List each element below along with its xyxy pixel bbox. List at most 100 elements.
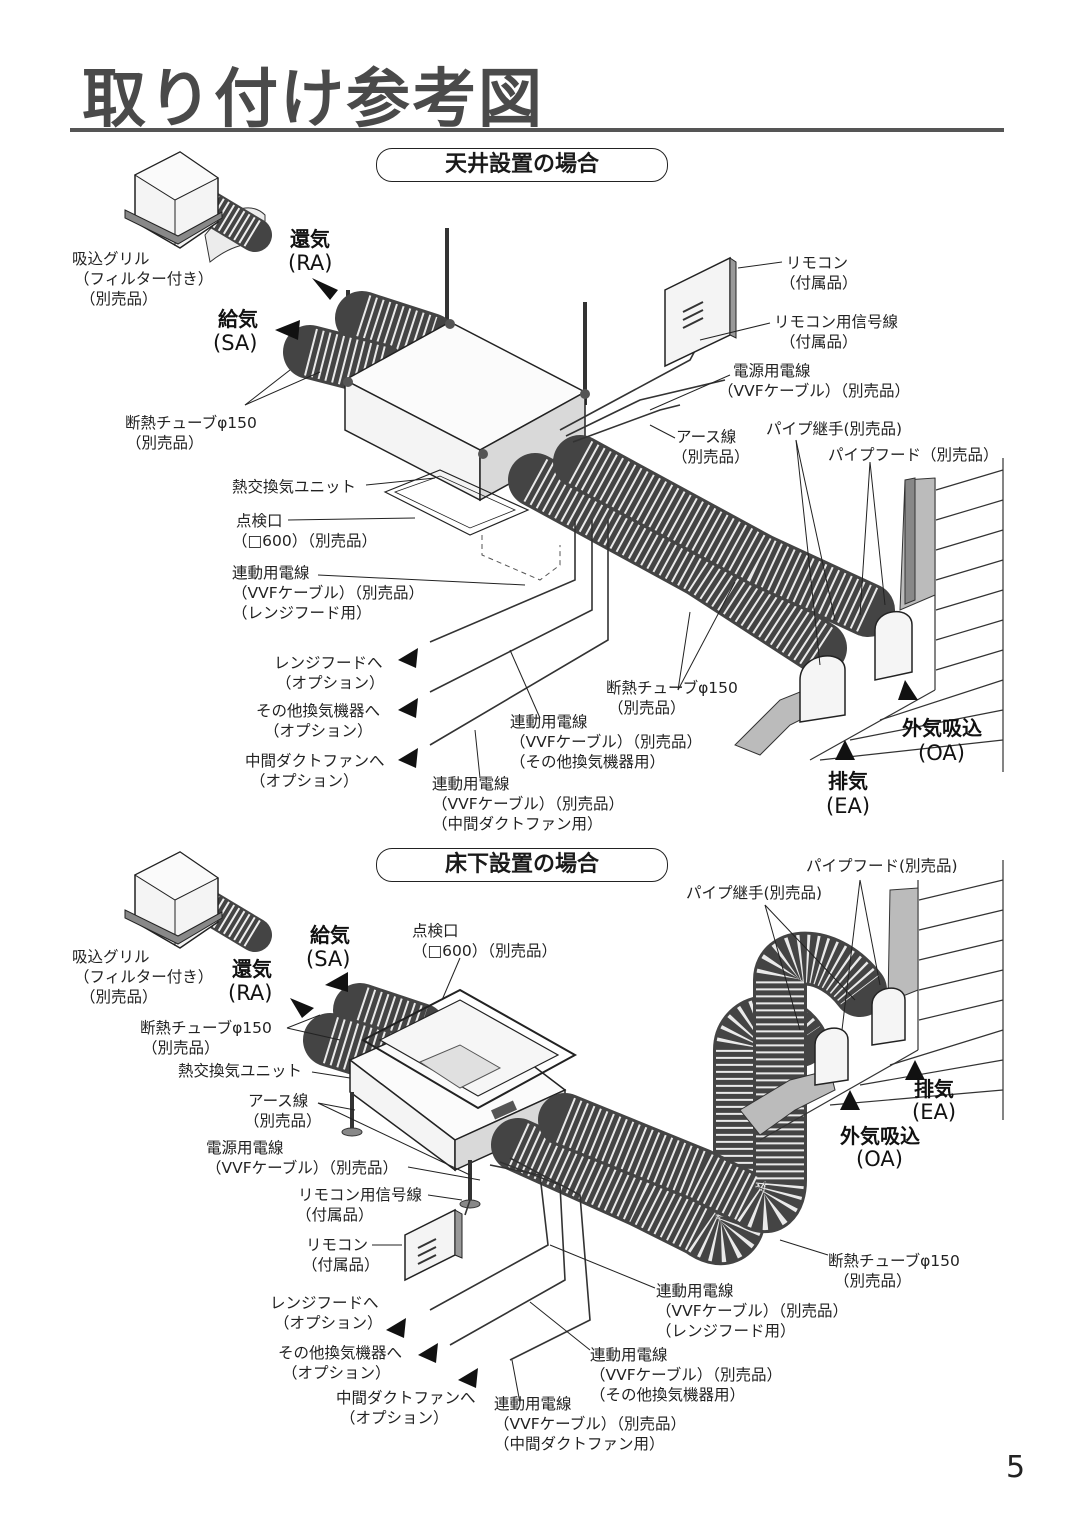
ceiling-oa-label-1: 外気吸込: [902, 716, 982, 740]
ceiling-labels: 吸込グリル （フィルター付き） （別売品） 還気 (RA) 給気 (SA) 断熱…: [72, 227, 999, 833]
ceiling-power-label-1: 電源用電線: [733, 362, 811, 380]
floor-sa-label-1: 給気: [310, 923, 350, 947]
ceiling-to-other-label-2: （オプション）: [264, 722, 373, 740]
ceiling-sa-label-2: (SA): [213, 331, 257, 355]
ceiling-remote-label-2: （付属品）: [780, 274, 858, 292]
ceiling-inspection-label-2: （□600）（別売品）: [232, 532, 377, 550]
page-title: 取り付け参考図: [82, 63, 544, 137]
floor-remote-label-2: （付属品）: [302, 1256, 380, 1274]
ceiling-unit: [343, 319, 590, 502]
floor-inspection-label-2: （□600）（別売品）: [412, 942, 557, 960]
floor-wire-range-label-1: 連動用電線: [656, 1282, 734, 1300]
ceiling-pipe-hood-1: [874, 610, 913, 681]
floor-to-other-label-2: （オプション）: [282, 1364, 391, 1382]
ceiling-oa-label-2: (OA): [918, 741, 965, 765]
ceiling-sa-label-1: 給気: [218, 307, 258, 331]
ceiling-grille-label-2: （フィルター付き）: [74, 270, 213, 288]
floor-pipe-hood-1: [871, 987, 906, 1046]
floor-unit-label: 熱交換気ユニット: [178, 1062, 302, 1080]
floor-diagram: [124, 851, 1004, 1404]
ceiling-to-range-label-1: レンジフードへ: [274, 654, 383, 672]
floor-to-duct-label-2: （オプション）: [340, 1409, 449, 1427]
floor-pipe-joint-label: パイプ継手(別売品): [686, 884, 822, 902]
ceiling-earth-label-2: （別売品）: [672, 448, 750, 466]
floor-to-other-label-1: その他換気機器へ: [278, 1344, 402, 1362]
floor-wire-other-label-1: 連動用電線: [590, 1346, 668, 1364]
floor-tube-right-label-1: 断熱チューブφ150: [828, 1251, 960, 1270]
ceiling-diagram: [124, 151, 1004, 779]
floor-ra-label-2: (RA): [228, 981, 273, 1005]
ceiling-wire-other-label-3: （その他換気機器用）: [510, 753, 665, 771]
floor-inspection-frame: [360, 988, 578, 1110]
floor-wire-other-label-3: （その他換気機器用）: [590, 1386, 745, 1404]
ceiling-wire-duct-label-3: （中間ダクトファン用）: [432, 815, 603, 833]
floor-ea-label-2: (EA): [912, 1100, 956, 1124]
ceiling-pipe-joint-label: パイプ継手(別売品): [766, 420, 902, 438]
floor-earth-label-1: アース線: [248, 1092, 308, 1110]
floor-section-heading: 床下設置の場合: [376, 848, 668, 882]
ceiling-remote-wire-label-1: リモコン用信号線: [774, 313, 898, 331]
floor-oa-label-1: 外気吸込: [840, 1124, 920, 1148]
ceiling-ea-label-1: 排気: [828, 769, 868, 793]
page-number: 5: [1006, 1450, 1026, 1485]
ceiling-inspection-label-1: 点検口: [236, 512, 283, 530]
floor-to-range-label-1: レンジフードへ: [270, 1294, 379, 1312]
floor-wire-range-label-3: （レンジフード用）: [656, 1322, 796, 1340]
floor-grille-label-1: 吸込グリル: [72, 948, 150, 966]
floor-wire-duct-label-2: （VVFケーブル）（別売品）: [494, 1414, 686, 1433]
floor-remote-controller: [404, 1208, 463, 1282]
ceiling-earth-label-1: アース線: [676, 428, 736, 446]
floor-power-label-2: （VVFケーブル）（別売品）: [206, 1158, 398, 1177]
ceiling-wire-other-label-2: （VVFケーブル）（別売品）: [510, 732, 702, 751]
ceiling-wire-range-label-1: 連動用電線: [232, 564, 310, 582]
floor-intake-grille: [124, 851, 272, 952]
floor-earth-label-2: （別売品）: [244, 1112, 322, 1130]
ceiling-to-other-label-1: その他換気機器へ: [256, 702, 380, 720]
floor-inspection-label-1: 点検口: [412, 922, 459, 940]
ceiling-pipe-hood-label: パイプフード（別売品）: [828, 446, 999, 464]
floor-to-duct-label-1: 中間ダクトファンへ: [336, 1389, 476, 1407]
ceiling-to-duct-label-2: （オプション）: [250, 772, 359, 790]
ceiling-ra-label-2: (RA): [288, 251, 333, 275]
ceiling-tube-right-label-2: （別売品）: [608, 699, 686, 717]
floor-labels: 吸込グリル （フィルター付き） （別売品） 給気 (SA) 還気 (RA) 点検…: [72, 857, 960, 1453]
ceiling-remote-controller: [664, 256, 737, 368]
ceiling-remote-wire-label-2: （付属品）: [780, 333, 858, 351]
ceiling-grille-label-1: 吸込グリル: [72, 250, 150, 268]
floor-grille-label-2: （フィルター付き）: [74, 968, 213, 986]
ceiling-remote-label-1: リモコン: [786, 254, 848, 272]
ceiling-unit-label: 熱交換気ユニット: [232, 478, 356, 496]
ceiling-tube-right-label-1: 断熱チューブφ150: [606, 678, 738, 697]
ceiling-section-heading: 天井設置の場合: [376, 148, 668, 182]
floor-pipe-hood-label: パイプフード(別売品): [806, 857, 958, 875]
ceiling-tube-left-label-1: 断熱チューブφ150: [125, 413, 257, 432]
floor-remote-label-1: リモコン: [306, 1236, 368, 1254]
ceiling-power-label-2: （VVFケーブル）（別売品）: [718, 381, 910, 400]
floor-ea-label-1: 排気: [914, 1077, 954, 1101]
floor-wire-duct-label-3: （中間ダクトファン用）: [494, 1435, 665, 1453]
floor-wire-duct-label-1: 連動用電線: [494, 1395, 572, 1413]
ceiling-grille-label-3: （別売品）: [80, 290, 158, 308]
ceiling-ea-label-2: (EA): [826, 794, 870, 818]
floor-power-label-1: 電源用電線: [206, 1139, 284, 1157]
ceiling-wire-range-label-3: （レンジフード用）: [232, 604, 372, 622]
floor-wire-range-label-2: （VVFケーブル）（別売品）: [656, 1301, 848, 1320]
floor-outer-wall: [739, 860, 1004, 1141]
ceiling-wire-duct-label-2: （VVFケーブル）（別売品）: [432, 794, 624, 813]
floor-ra-label-1: 還気: [232, 957, 272, 981]
floor-tube-right-label-2: （別売品）: [834, 1272, 912, 1290]
floor-pipe-hood-2: [814, 1027, 849, 1086]
floor-tube-left-label-1: 断熱チューブφ150: [140, 1018, 272, 1037]
title-rule: [70, 128, 1004, 132]
floor-remote-wire-label-2: （付属品）: [296, 1206, 374, 1224]
ceiling-to-duct-label-1: 中間ダクトファンへ: [245, 752, 385, 770]
floor-sa-label-2: (SA): [306, 947, 350, 971]
floor-oa-label-2: (OA): [856, 1147, 903, 1171]
ceiling-wire-other-label-1: 連動用電線: [510, 713, 588, 731]
floor-tube-left-label-2: （別売品）: [142, 1039, 220, 1057]
ceiling-ra-label-1: 還気: [290, 227, 330, 251]
floor-remote-wire-label-1: リモコン用信号線: [298, 1186, 422, 1204]
floor-to-range-label-2: （オプション）: [274, 1314, 383, 1332]
ceiling-wire-duct-label-1: 連動用電線: [432, 775, 510, 793]
